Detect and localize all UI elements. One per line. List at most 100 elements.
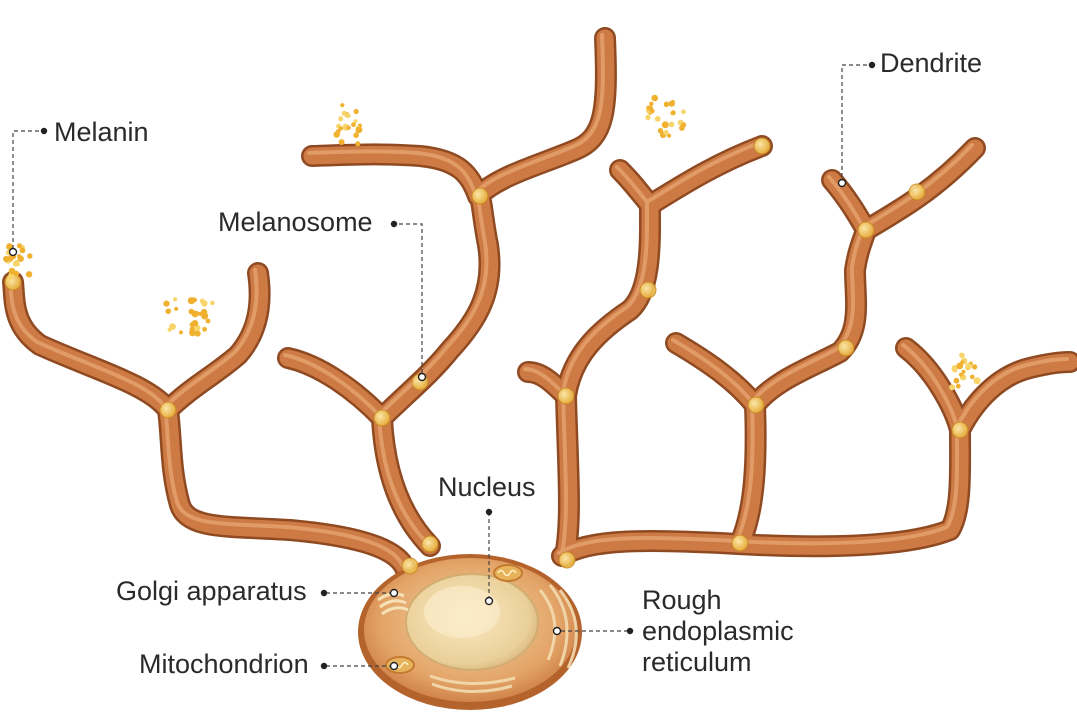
melanin-granule xyxy=(201,300,208,307)
dendrite-branch xyxy=(645,141,761,204)
leader-lines xyxy=(12,64,874,667)
melanin-granule xyxy=(357,127,363,133)
melanin-granule xyxy=(661,121,669,129)
melanin-granule xyxy=(167,327,172,332)
dendrite-branch xyxy=(473,33,605,195)
melanin-granule xyxy=(958,372,964,377)
melanin-granule xyxy=(8,267,16,275)
melanin-granule xyxy=(191,310,199,318)
label-golgi-apparatus: Golgi apparatus xyxy=(116,576,307,606)
dendrite-branch xyxy=(377,413,429,545)
cell-body xyxy=(358,554,582,710)
melanin-cluster xyxy=(645,94,687,139)
rough-endoplasmic-reticulum xyxy=(429,584,578,693)
dendrite-branch xyxy=(641,137,771,214)
melanin-granule xyxy=(645,114,651,121)
melanin-granule xyxy=(951,365,958,372)
melanosome xyxy=(731,534,749,552)
leader-targets xyxy=(8,178,847,671)
dendrite-branch xyxy=(615,165,649,204)
dendrite-branch xyxy=(667,334,764,414)
melanin-granule xyxy=(949,384,956,391)
melanin-granule xyxy=(12,260,19,267)
melanin-leader xyxy=(12,130,46,250)
dendrite-branch xyxy=(283,353,381,417)
melanin-granule xyxy=(973,377,981,385)
melanin-granule xyxy=(340,103,345,108)
melanin-granule xyxy=(953,377,960,384)
melanin-granule xyxy=(651,94,658,102)
label-rer-line1: Rough xyxy=(642,585,722,615)
label-melanin: Melanin xyxy=(54,117,149,147)
dendrite-branch xyxy=(671,338,754,404)
melanin-granule xyxy=(163,300,170,307)
dendrite-branch xyxy=(827,175,865,229)
label-rer-line2: endoplasmic xyxy=(642,616,794,647)
dendrite-branch xyxy=(735,400,755,542)
melanin-granule xyxy=(663,101,670,108)
melanin-granule xyxy=(668,100,675,107)
melanin-granule xyxy=(961,369,966,374)
melanin-granule xyxy=(19,247,26,254)
melanosome xyxy=(471,187,489,205)
melanin-granule xyxy=(187,297,195,305)
melanin-granule xyxy=(670,110,676,116)
dendrite-branch xyxy=(901,343,959,429)
dendrite-branch xyxy=(557,196,659,405)
dendrite-branch xyxy=(750,225,865,404)
melanin-granule xyxy=(355,141,361,147)
label-melanosome: Melanosome xyxy=(218,207,373,237)
melanin-granule xyxy=(970,374,975,380)
melanin-granule xyxy=(165,308,171,314)
nucleus xyxy=(405,573,539,671)
dendrite-branch xyxy=(955,357,1069,429)
melanin-granule xyxy=(668,121,675,128)
dendrite-branch xyxy=(469,29,615,205)
melanin-granule xyxy=(179,330,183,335)
melanin-granule xyxy=(650,108,655,114)
melanin-granule xyxy=(205,318,211,324)
melanosome xyxy=(401,557,419,575)
label-nucleus: Nucleus xyxy=(438,472,536,502)
melanin-granule xyxy=(955,383,961,389)
melanosome xyxy=(421,535,439,553)
melanosome xyxy=(747,396,765,414)
melanin-granule xyxy=(353,119,358,124)
melanin-granule xyxy=(189,329,196,337)
melanin-granule xyxy=(972,364,978,370)
melanin-granule xyxy=(959,352,965,359)
melanosome xyxy=(837,339,855,357)
melanin-granule xyxy=(654,116,661,122)
melanin-granule xyxy=(341,110,347,116)
melanin-granule xyxy=(353,132,359,138)
melanosome xyxy=(558,551,576,569)
melanin-granule xyxy=(681,122,687,128)
melanin-granule xyxy=(173,297,178,302)
leader-dots xyxy=(40,61,876,670)
melanin-cluster xyxy=(3,243,33,282)
dendrite-branch xyxy=(560,391,568,555)
melanin-granule xyxy=(346,125,351,130)
dendrite-branch xyxy=(557,425,960,555)
melanin-granule xyxy=(333,131,340,138)
melanin-granule xyxy=(663,129,669,136)
dendrite-branch xyxy=(373,187,499,427)
label-dendrite: Dendrite xyxy=(880,48,983,78)
melanin-granule xyxy=(27,253,33,259)
melanin-granule xyxy=(338,139,345,146)
melanosome-leader xyxy=(392,223,423,376)
label-rough-endoplasmic-reticulum: Rough endoplasmic reticulum xyxy=(642,585,794,678)
melanin-granule xyxy=(667,133,672,138)
melanosome xyxy=(639,281,657,299)
melanosome xyxy=(951,421,969,439)
dendrite-branch xyxy=(163,405,404,567)
dendrite-branch xyxy=(523,367,565,395)
dendrite-branch xyxy=(951,353,1077,439)
dendrite-branch xyxy=(163,268,259,409)
melanosome xyxy=(159,401,177,419)
label-rer-line3: reticulum xyxy=(642,647,752,678)
melanin-granule xyxy=(338,116,344,122)
dendrite-branch xyxy=(731,396,765,552)
dendrite-branch xyxy=(307,149,477,195)
